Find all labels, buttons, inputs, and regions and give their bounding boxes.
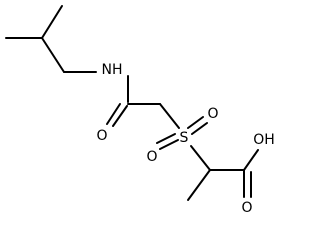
bond-methyl-b — [41, 5, 63, 39]
bond-sulfonyl-o-right-2 — [191, 122, 208, 135]
bond-sulfonyl-o-left-1 — [159, 139, 179, 150]
bond-ch2-sulfur — [159, 103, 180, 129]
bond-sulfur-ch — [190, 145, 211, 171]
bond-carboxyl-oh — [243, 149, 259, 171]
bond-amide-co-1 — [112, 105, 128, 127]
structure-diagram: NH O S O O OH O — [5, 5, 275, 216]
bond-ch-methyl — [187, 169, 211, 201]
atom-label-sulfonyl-oxygen-left: O — [146, 149, 157, 165]
atom-label-sulfonyl-oxygen-right: O — [207, 106, 218, 122]
bond-amide-co-2 — [106, 103, 121, 125]
bond-isobutyl-ch2 — [41, 37, 65, 73]
atom-label-acid-carbonyl-oxygen: O — [241, 200, 252, 216]
bond-sulfonyl-o-left-2 — [156, 133, 176, 144]
atom-label-acid-hydroxyl: OH — [253, 132, 275, 148]
bond-sulfonyl-o-right-1 — [187, 116, 204, 129]
atom-label-amide-oxygen: O — [96, 128, 107, 144]
atom-label-amide-nitrogen: NH — [102, 62, 123, 78]
atom-label-sulfur: S — [180, 130, 189, 146]
